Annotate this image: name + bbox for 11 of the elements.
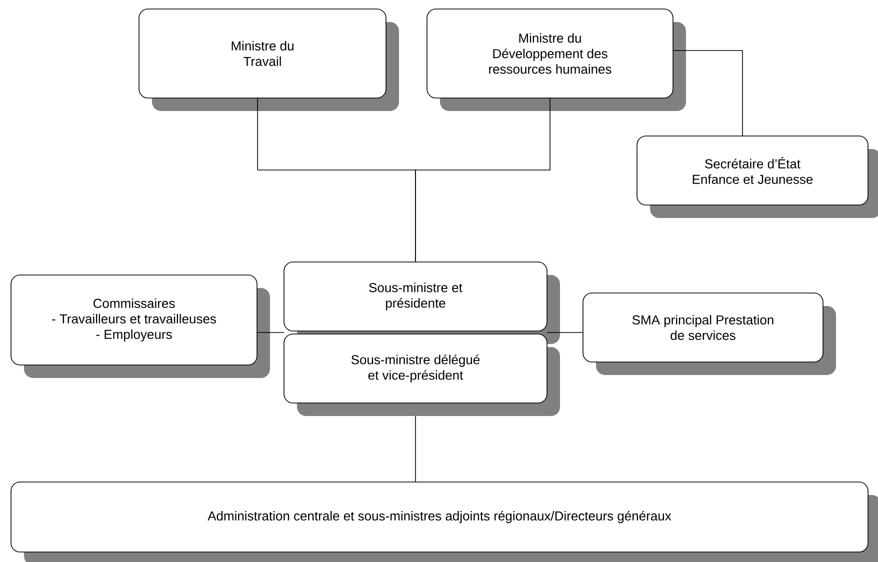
connector-line: [415, 416, 416, 482]
org-box: SMA principal Prestation de services: [582, 292, 836, 375]
org-box: Sous-ministre et présidente: [284, 262, 560, 344]
org-box: Administration centrale et sous-ministres adjoints régionaux/Directeurs généraux: [10, 482, 878, 562]
connector-line: [415, 98, 550, 262]
org-box: Ministre du Développement des ressources humaines: [426, 8, 686, 111]
org-box: Commissaires - Travailleurs et travailleuses - Employeurs: [10, 274, 270, 378]
org-box: Sous-ministre délégué et vice-président: [284, 334, 560, 416]
org-box: Secrétaire d’État Enfance et Jeunesse: [636, 136, 878, 218]
connector-line: [672, 50, 743, 136]
org-box: Ministre du Travail: [138, 8, 399, 111]
